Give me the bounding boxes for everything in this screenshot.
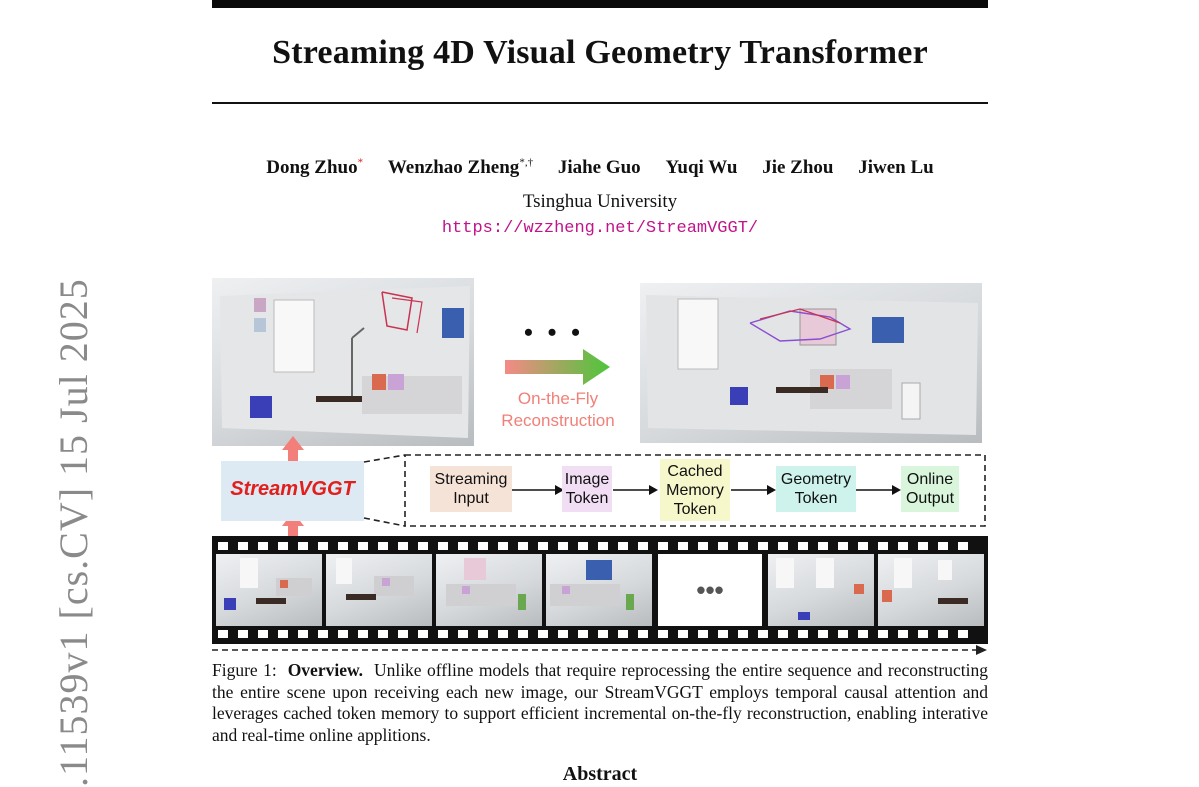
top-bar bbox=[212, 0, 988, 8]
abstract-heading: Abstract bbox=[562, 763, 638, 785]
step-line: Streaming bbox=[434, 471, 508, 488]
paper-title: Streaming 4D Visual Geometry Transformer bbox=[272, 34, 928, 71]
step-line: Output bbox=[905, 490, 955, 507]
author-list: Dong Zhuo* Wenzhao Zheng*,† Jiahe Guo Yu… bbox=[212, 157, 988, 179]
frame-scene bbox=[776, 558, 864, 620]
arxiv-identifier: .11539v1 [cs.CV] 15 Jul 2025 bbox=[51, 278, 96, 787]
forward-arrow bbox=[505, 349, 610, 385]
model-label-box bbox=[221, 461, 364, 521]
fly-label-line1: On-the-Fly bbox=[517, 389, 599, 408]
step-line: Geometry bbox=[780, 471, 852, 488]
author-1: Dong Zhuo* bbox=[266, 157, 363, 178]
pipeline-frame bbox=[363, 454, 986, 527]
film-frame-4 bbox=[546, 554, 652, 626]
author-name: Jie Zhou bbox=[762, 157, 834, 179]
ellipsis-dots: • • • bbox=[523, 318, 585, 347]
film-frame-2 bbox=[326, 554, 432, 626]
step-line: Memory bbox=[666, 481, 724, 499]
author-6: Jiwen Lu bbox=[858, 157, 934, 178]
room-scene-left bbox=[220, 286, 470, 438]
author-mark: *,† bbox=[519, 157, 534, 169]
author-name: Yuqi Wu bbox=[665, 157, 738, 179]
step-line: Cached bbox=[667, 462, 723, 480]
film-frame-3 bbox=[436, 554, 542, 626]
author-mark: * bbox=[357, 157, 364, 169]
step-line: Token bbox=[673, 500, 717, 518]
reconstruction-left-image bbox=[212, 278, 474, 446]
author-5: Jie Zhou bbox=[762, 157, 833, 178]
reconstruction-right-image bbox=[640, 283, 982, 443]
film-perforations bbox=[218, 542, 968, 638]
frame-scene bbox=[336, 558, 414, 600]
author-name: Jiwen Lu bbox=[858, 157, 934, 179]
caption-text: Unlike offline models that require repro… bbox=[212, 660, 988, 745]
caption-label: Figure 1: bbox=[212, 660, 277, 680]
project-url-link[interactable]: https://wzzheng.net/StreamVGGT/ bbox=[441, 219, 759, 238]
model-name-label: StreamVGGT bbox=[230, 478, 355, 500]
frame-scene bbox=[882, 558, 968, 604]
step-line: Input bbox=[453, 490, 489, 507]
caption-bold: Overview. bbox=[287, 660, 364, 680]
author-name: Wenzhao Zheng bbox=[387, 157, 520, 179]
affiliation: Tsinghua University bbox=[522, 191, 678, 212]
film-frame-1 bbox=[216, 554, 322, 626]
timeline-arrow bbox=[212, 645, 987, 655]
film-ellipsis: ••• bbox=[696, 575, 724, 605]
on-the-fly-label: On-the-Fly Reconstruction bbox=[488, 388, 628, 432]
author-name: Jiahe Guo bbox=[557, 157, 641, 179]
author-name: Dong Zhuo bbox=[266, 157, 358, 179]
step-line: Token bbox=[565, 490, 609, 507]
film-frame-7 bbox=[878, 554, 984, 626]
room-scene-right bbox=[646, 295, 978, 435]
film-frame-ellipsis: ••• bbox=[658, 554, 762, 626]
author-4: Yuqi Wu bbox=[665, 157, 737, 178]
frame-scene bbox=[224, 558, 312, 610]
step-line: Image bbox=[564, 471, 610, 488]
step-line: Online bbox=[906, 471, 954, 488]
author-3: Jiahe Guo bbox=[558, 157, 641, 178]
title-rule bbox=[212, 102, 988, 104]
fly-label-line2: Reconstruction bbox=[501, 411, 615, 430]
frame-scene bbox=[550, 560, 634, 610]
film-frame-6 bbox=[768, 554, 874, 626]
step-line: Token bbox=[794, 490, 838, 507]
frame-scene bbox=[446, 558, 526, 610]
author-2: Wenzhao Zheng*,† bbox=[388, 157, 533, 178]
figure-caption: Figure 1: Overview. Unlike offline model… bbox=[212, 660, 988, 746]
